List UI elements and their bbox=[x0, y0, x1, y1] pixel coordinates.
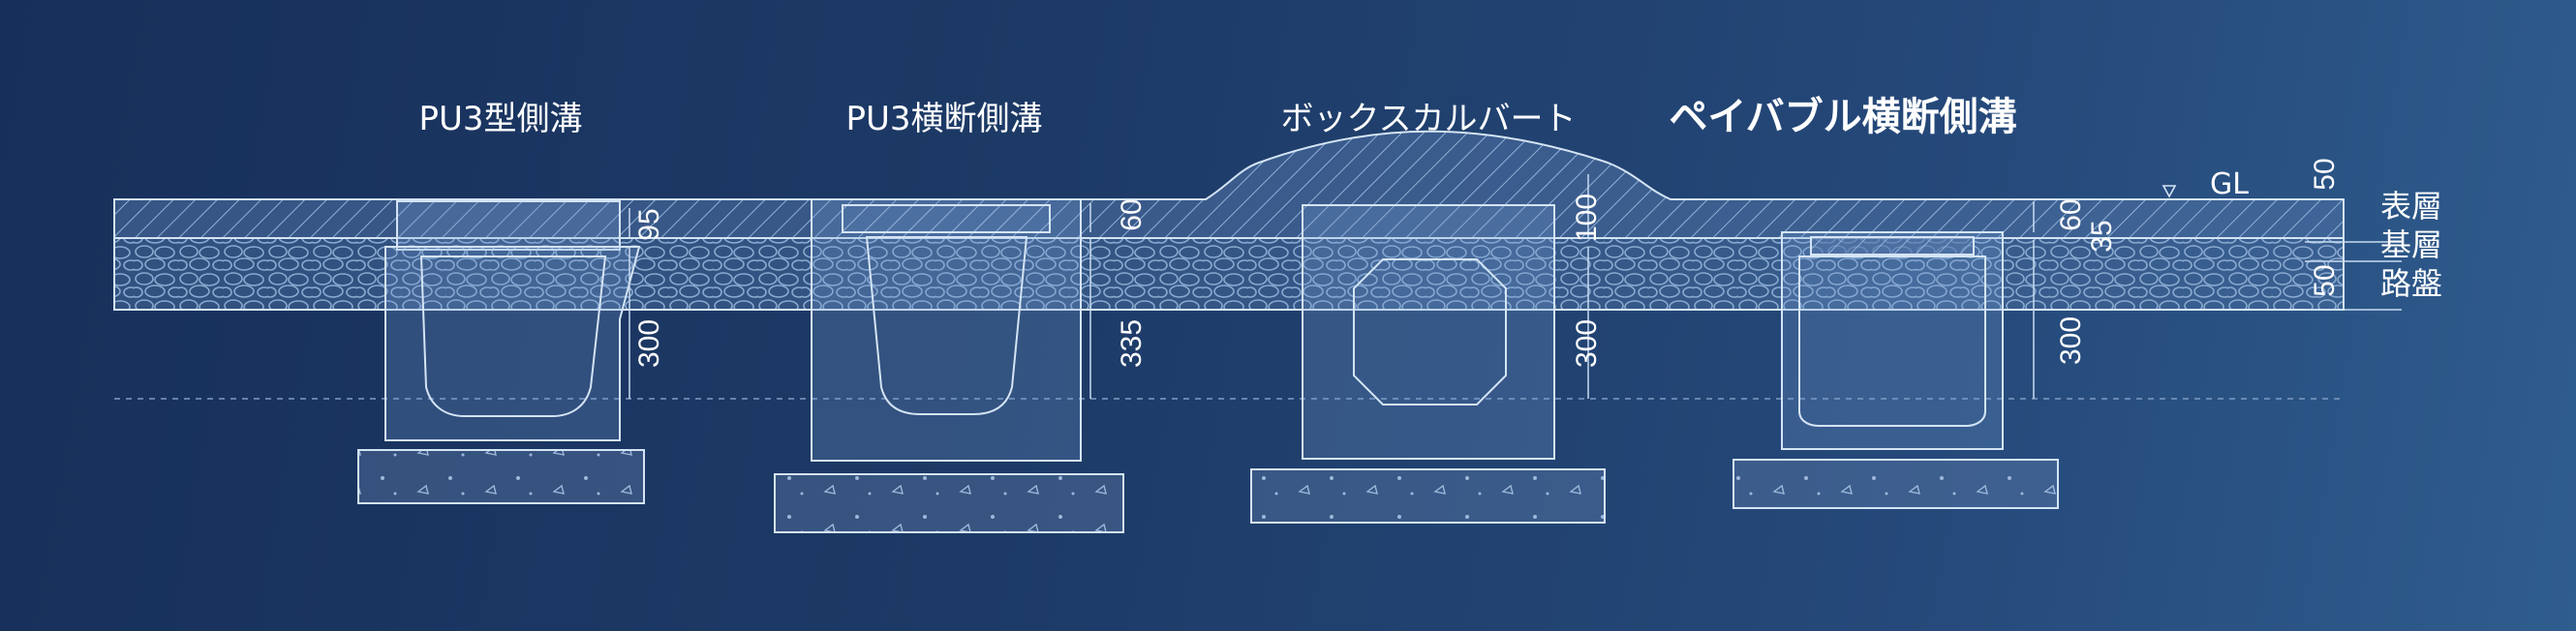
box-culvert bbox=[1250, 174, 1606, 524]
dim-box-top: 100 bbox=[1571, 194, 1603, 242]
layer-label-subgrade: 路盤 bbox=[2380, 265, 2442, 302]
title-pu3-side: PU3型側溝 bbox=[418, 100, 582, 138]
dim-right-bottom: 50 bbox=[2309, 264, 2341, 296]
pavable-cross-ditch bbox=[1733, 201, 2059, 509]
ditch-body bbox=[1781, 231, 2004, 450]
pu3-cross-ditch bbox=[774, 198, 1124, 533]
title-pavable: ペイバブル横断側溝 bbox=[1669, 95, 2016, 139]
grating bbox=[842, 204, 1051, 233]
pu3-side-ditch bbox=[357, 200, 645, 504]
dim-box-depth: 300 bbox=[1571, 319, 1603, 368]
ditch-body bbox=[811, 198, 1082, 462]
ditch-cover bbox=[396, 200, 621, 251]
dim-pu3-side-depth: 300 bbox=[633, 319, 665, 368]
dim-pu3-side-top: 95 bbox=[633, 208, 665, 240]
dim-pav-top2: 35 bbox=[2086, 220, 2118, 252]
layer-label-surface: 表層 bbox=[2380, 188, 2442, 225]
dim-pav-top: 60 bbox=[2055, 198, 2087, 230]
layer-label-base: 基層 bbox=[2380, 226, 2442, 263]
ditch-channel bbox=[419, 255, 607, 417]
gl-label: GL bbox=[2210, 167, 2249, 201]
dim-right-top: 50 bbox=[2309, 158, 2341, 190]
grating bbox=[1810, 236, 1975, 255]
ditch-footing bbox=[774, 473, 1124, 533]
ditch-channel bbox=[865, 236, 1028, 415]
title-box-culvert: ボックスカルバート bbox=[1281, 100, 1577, 138]
culvert-opening bbox=[1353, 258, 1507, 406]
ditch-body bbox=[384, 246, 641, 441]
gl-marker-icon bbox=[2162, 185, 2177, 198]
dim-pu3-cross-top: 60 bbox=[1116, 198, 1148, 230]
ditch-footing bbox=[357, 449, 645, 504]
culvert-footing bbox=[1250, 468, 1606, 524]
ditch-footing bbox=[1733, 459, 2059, 509]
dim-pav-depth: 300 bbox=[2055, 316, 2087, 365]
culvert-body bbox=[1302, 204, 1555, 460]
title-pu3-cross: PU3横断側溝 bbox=[845, 100, 1042, 138]
dim-pu3-cross-depth: 335 bbox=[1116, 319, 1148, 368]
surface-layer bbox=[113, 130, 2345, 239]
ditch-channel bbox=[1798, 255, 1986, 427]
